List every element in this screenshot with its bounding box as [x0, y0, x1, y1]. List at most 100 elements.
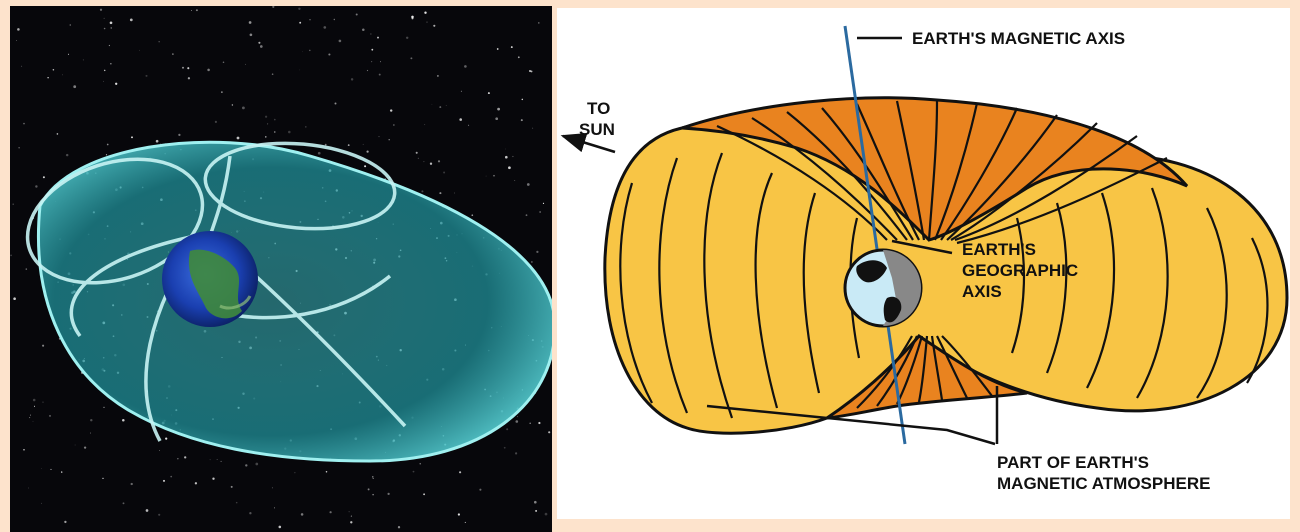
star — [379, 74, 381, 76]
to-sun-label-line2: SUN — [579, 120, 615, 139]
star — [464, 65, 467, 68]
to-sun-label-line1: TO — [587, 99, 610, 118]
star — [250, 33, 253, 36]
star — [439, 106, 441, 108]
star — [424, 124, 425, 125]
star — [47, 77, 48, 78]
star — [115, 83, 117, 85]
star — [23, 123, 25, 125]
star — [50, 469, 51, 470]
star — [17, 28, 20, 31]
star — [123, 502, 125, 504]
star — [221, 91, 222, 92]
star — [495, 117, 498, 120]
star — [260, 45, 263, 48]
star — [131, 483, 133, 485]
star — [298, 8, 300, 10]
star — [309, 19, 310, 20]
star — [212, 478, 214, 480]
star — [18, 147, 19, 148]
star — [363, 144, 364, 145]
star — [465, 522, 466, 523]
star — [221, 461, 222, 462]
star — [479, 489, 481, 491]
star — [411, 17, 413, 19]
star — [90, 433, 91, 434]
star — [130, 19, 133, 22]
star — [526, 214, 528, 216]
star — [61, 471, 62, 472]
magnetosphere-render — [10, 6, 552, 532]
star — [207, 69, 210, 72]
star — [272, 73, 274, 75]
star — [236, 502, 238, 504]
star — [34, 406, 35, 407]
star — [288, 131, 291, 134]
star — [84, 446, 86, 448]
star — [249, 512, 251, 514]
star — [177, 458, 178, 459]
star — [356, 13, 358, 15]
star — [131, 136, 133, 138]
star — [272, 488, 273, 489]
star — [536, 251, 538, 253]
star — [514, 180, 515, 181]
star — [299, 70, 300, 71]
star — [279, 526, 282, 529]
star — [191, 10, 192, 11]
star — [413, 471, 415, 473]
star — [326, 471, 328, 473]
star — [512, 156, 513, 157]
star — [237, 137, 240, 140]
star — [328, 53, 330, 55]
star — [42, 345, 44, 347]
star — [100, 9, 102, 11]
star — [548, 431, 550, 433]
star — [109, 45, 110, 46]
geographic-axis-label-line2: GEOGRAPHIC — [962, 261, 1078, 280]
star — [267, 123, 268, 124]
star — [188, 77, 190, 79]
star — [443, 172, 445, 174]
star — [372, 476, 373, 477]
star — [329, 511, 331, 513]
star — [302, 51, 303, 52]
star — [265, 116, 267, 118]
star — [420, 463, 421, 464]
star — [433, 25, 435, 27]
star — [508, 166, 511, 169]
star — [16, 40, 17, 41]
star — [33, 421, 34, 422]
star — [13, 297, 16, 300]
star — [104, 70, 106, 72]
star — [104, 28, 106, 30]
star — [349, 511, 350, 512]
star — [274, 507, 275, 508]
star — [195, 482, 197, 484]
star — [371, 49, 373, 51]
atmosphere-label-line2: MAGNETIC ATMOSPHERE — [997, 474, 1210, 493]
star — [53, 69, 55, 71]
star — [68, 54, 69, 55]
star — [538, 22, 540, 24]
star — [437, 75, 439, 77]
star — [439, 192, 441, 194]
star — [28, 488, 29, 489]
star — [468, 125, 469, 126]
star — [70, 24, 71, 25]
star — [421, 190, 423, 192]
star — [539, 211, 540, 212]
star — [362, 29, 365, 32]
star — [294, 472, 295, 473]
star — [103, 81, 104, 82]
star — [370, 33, 371, 34]
star — [372, 494, 374, 496]
star — [156, 140, 159, 143]
star — [379, 136, 380, 137]
star — [187, 67, 189, 69]
star — [178, 134, 180, 136]
star — [522, 99, 524, 101]
star — [26, 268, 27, 269]
star — [255, 463, 258, 466]
star — [390, 109, 392, 111]
